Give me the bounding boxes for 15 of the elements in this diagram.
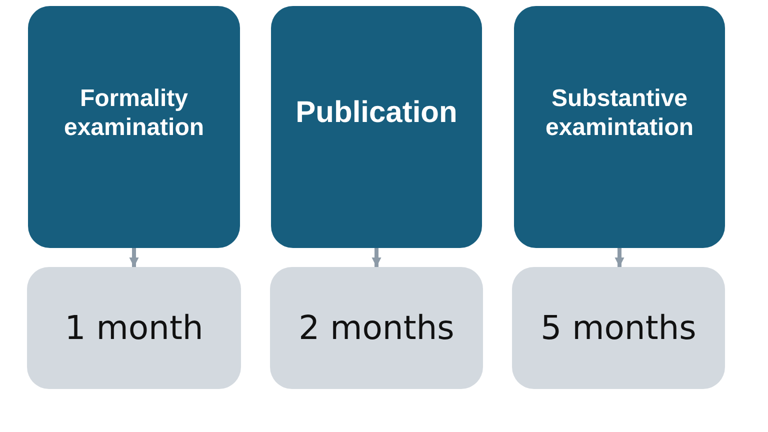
duration-text: 1 month (64, 308, 204, 348)
stage-box (28, 6, 240, 248)
duration-box (27, 267, 241, 389)
stage-title: Publication (294, 94, 458, 131)
stage-title: Formality examination (62, 84, 206, 142)
arrow (614, 248, 624, 267)
duration-text: 5 months (540, 308, 698, 348)
arrow (129, 248, 139, 267)
stage-title: Substantive examintation (544, 84, 695, 142)
duration-box (270, 267, 483, 389)
stage-box (271, 6, 482, 248)
duration-box (512, 267, 725, 389)
arrow (372, 248, 382, 267)
stage-box (514, 6, 725, 248)
duration-text: 2 months (298, 308, 456, 348)
